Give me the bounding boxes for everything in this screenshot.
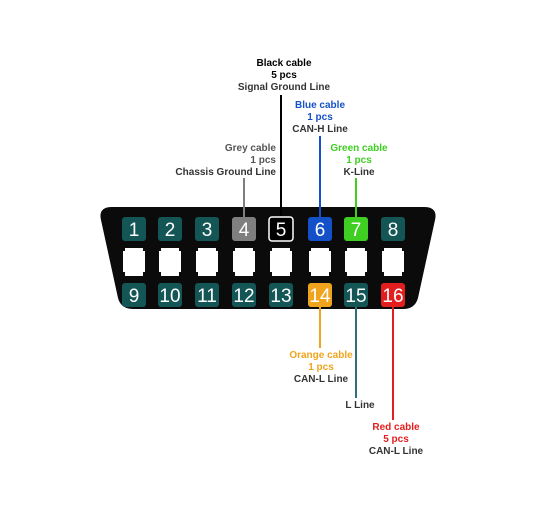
pin-6-box xyxy=(308,217,332,241)
blue-cable-count: 1 pcs xyxy=(307,112,333,123)
pin-15-number: 15 xyxy=(345,286,366,307)
pin-1-number: 1 xyxy=(129,220,140,241)
pin-2-box xyxy=(158,217,182,241)
pin-slot xyxy=(270,248,292,276)
blue-cable-title: Blue cable xyxy=(294,100,346,111)
pin-7-number: 7 xyxy=(351,220,362,241)
pin-4: 4 xyxy=(232,217,256,241)
pin-slot xyxy=(309,248,331,276)
black-cable-label: Black cable 5 pcs Signal Ground Line xyxy=(228,58,340,94)
pin-3-box xyxy=(195,217,219,241)
pin-16-number: 16 xyxy=(382,286,403,307)
pin-3-number: 3 xyxy=(202,220,213,241)
pin-12-number: 12 xyxy=(233,286,254,307)
red-cable-function: CAN-L Line xyxy=(368,446,424,457)
pin-16: 16 xyxy=(381,283,405,307)
pin-12: 12 xyxy=(232,283,256,307)
black-cable-count: 5 pcs xyxy=(271,70,297,81)
green-cable-label: Green cable 1 pcs K-Line xyxy=(320,143,398,179)
pin-8-number: 8 xyxy=(388,220,399,241)
red-cable-title: Red cable xyxy=(372,422,420,433)
pin-14-box xyxy=(308,283,332,307)
pin-3: 3 xyxy=(195,217,219,241)
red-cable-label: Red cable 5 pcs CAN-L Line xyxy=(358,422,434,458)
pin-10-number: 10 xyxy=(159,286,180,307)
pin-13: 13 xyxy=(269,283,293,307)
pin-5: 5 xyxy=(268,216,294,242)
pin-10: 10 xyxy=(158,283,182,307)
pin-slots xyxy=(123,248,404,276)
pin-2: 2 xyxy=(158,217,182,241)
pin-16-box xyxy=(381,283,405,307)
pin-11: 11 xyxy=(195,283,219,307)
pin-15-box xyxy=(344,283,368,307)
pin-7-box xyxy=(344,217,368,241)
pin-8-box xyxy=(381,217,405,241)
grey-cable-count: 1 pcs xyxy=(250,155,276,166)
pin-9-box xyxy=(122,283,146,307)
pin-6: 6 xyxy=(308,217,332,241)
pin-slot xyxy=(382,248,404,276)
green-cable-title: Green cable xyxy=(330,143,388,154)
grey-cable-label: Grey cable 1 pcs Chassis Ground Line xyxy=(156,143,276,179)
grey-cable-function: Chassis Ground Line xyxy=(175,167,276,178)
red-cable-count: 5 pcs xyxy=(383,434,409,445)
cable-lines xyxy=(243,95,394,420)
teal-line-function: L Line xyxy=(345,400,375,411)
pin-slot xyxy=(345,248,367,276)
pin-11-box xyxy=(195,283,219,307)
pin-12-box xyxy=(232,283,256,307)
pin-10-box xyxy=(158,283,182,307)
blue-cable-label: Blue cable 1 pcs CAN-H Line xyxy=(280,100,360,136)
pin-5-box xyxy=(268,216,294,242)
black-cable-title: Black cable xyxy=(256,58,312,69)
pin-slot xyxy=(123,248,145,276)
pin-2-number: 2 xyxy=(165,220,176,241)
pin-9: 9 xyxy=(122,283,146,307)
pin-7: 7 xyxy=(344,217,368,241)
teal-line-label: L Line xyxy=(330,400,390,412)
pin-14: 14 xyxy=(308,283,332,307)
pin-slot xyxy=(159,248,181,276)
green-cable-count: 1 pcs xyxy=(346,155,372,166)
pin-14-number: 14 xyxy=(309,286,331,307)
pin-15: 15 xyxy=(344,283,368,307)
pin-11-number: 11 xyxy=(197,286,217,307)
orange-cable-function: CAN-L Line xyxy=(293,374,349,385)
pin-13-number: 13 xyxy=(270,286,291,307)
pin-8: 8 xyxy=(381,217,405,241)
grey-cable-title: Grey cable xyxy=(224,143,276,154)
pin-slot xyxy=(196,248,218,276)
orange-cable-title: Orange cable xyxy=(289,350,353,361)
pin-6-number: 6 xyxy=(315,220,326,241)
pin-4-box xyxy=(232,217,256,241)
pin-5-number: 5 xyxy=(276,220,287,241)
pin-13-box xyxy=(269,283,293,307)
pin-slot xyxy=(233,248,255,276)
pin-1: 1 xyxy=(122,217,146,241)
blue-cable-function: CAN-H Line xyxy=(292,124,348,135)
pin-9-number: 9 xyxy=(129,286,140,307)
green-cable-function: K-Line xyxy=(343,167,375,178)
pin-1-box xyxy=(122,217,146,241)
orange-cable-label: Orange cable 1 pcs CAN-L Line xyxy=(280,350,362,386)
orange-cable-count: 1 pcs xyxy=(308,362,334,373)
black-cable-function: Signal Ground Line xyxy=(237,82,331,93)
pin-4-number: 4 xyxy=(239,220,250,241)
